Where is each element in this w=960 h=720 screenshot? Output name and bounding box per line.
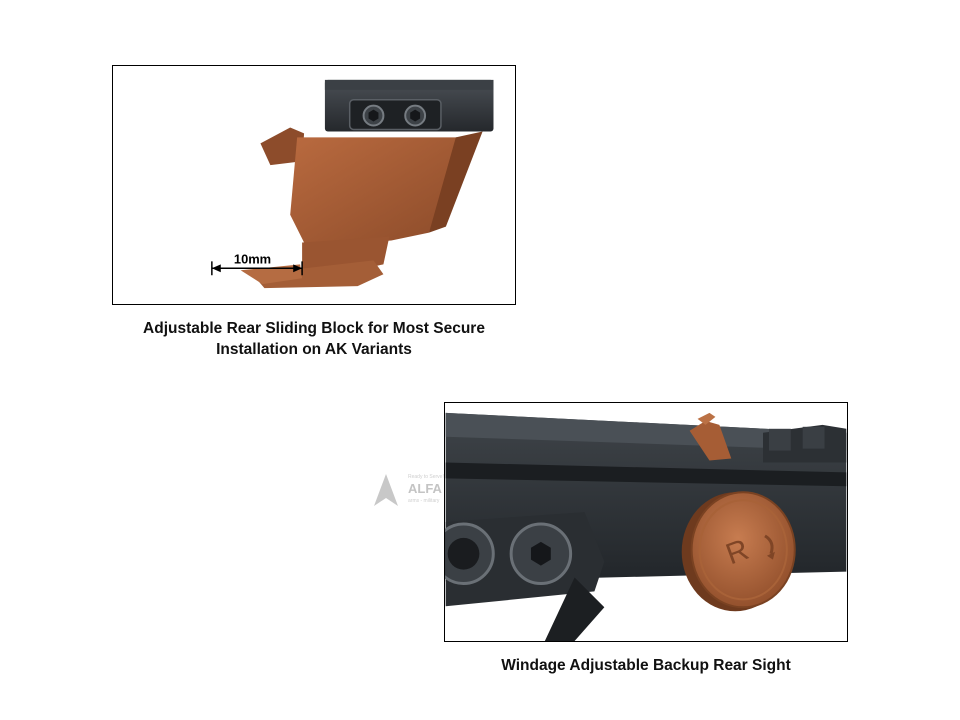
block-body: [290, 137, 476, 247]
watermark-tagline-bottom: arms - military: [408, 498, 440, 504]
rail-groove: [445, 462, 847, 487]
block-sole: [252, 260, 384, 289]
windage-knob: [690, 491, 796, 609]
product-photo-rear-sight: R: [444, 402, 848, 642]
block-right-face: [429, 131, 483, 233]
dimension-label: 10mm: [234, 251, 271, 266]
block-left-flange: [260, 127, 305, 166]
caption-sliding-block-line2: Installation on AK Variants: [216, 341, 412, 358]
rail-top-edge: [324, 79, 494, 90]
block-sole-tip: [240, 264, 303, 285]
knob-direction-arrow: [764, 534, 774, 555]
sliding-block-illustration: 10mm: [211, 79, 494, 289]
rear-sight-illustration: R: [445, 403, 847, 641]
rail-top-face: [445, 412, 847, 451]
caption-rear-sight: Windage Adjustable Backup Rear Sight: [501, 657, 791, 674]
caption-sliding-block-line1: Adjustable Rear Sliding Block for Most S…: [143, 320, 485, 337]
product-photo-sliding-block: 10mm: [112, 65, 516, 305]
sight-blade: [689, 420, 732, 461]
arrowhead-icon: [374, 474, 398, 506]
caption-sliding-block: Adjustable Rear Sliding Block for Most S…: [112, 318, 516, 360]
watermark-tagline-top: Ready to Serve!: [408, 474, 444, 480]
